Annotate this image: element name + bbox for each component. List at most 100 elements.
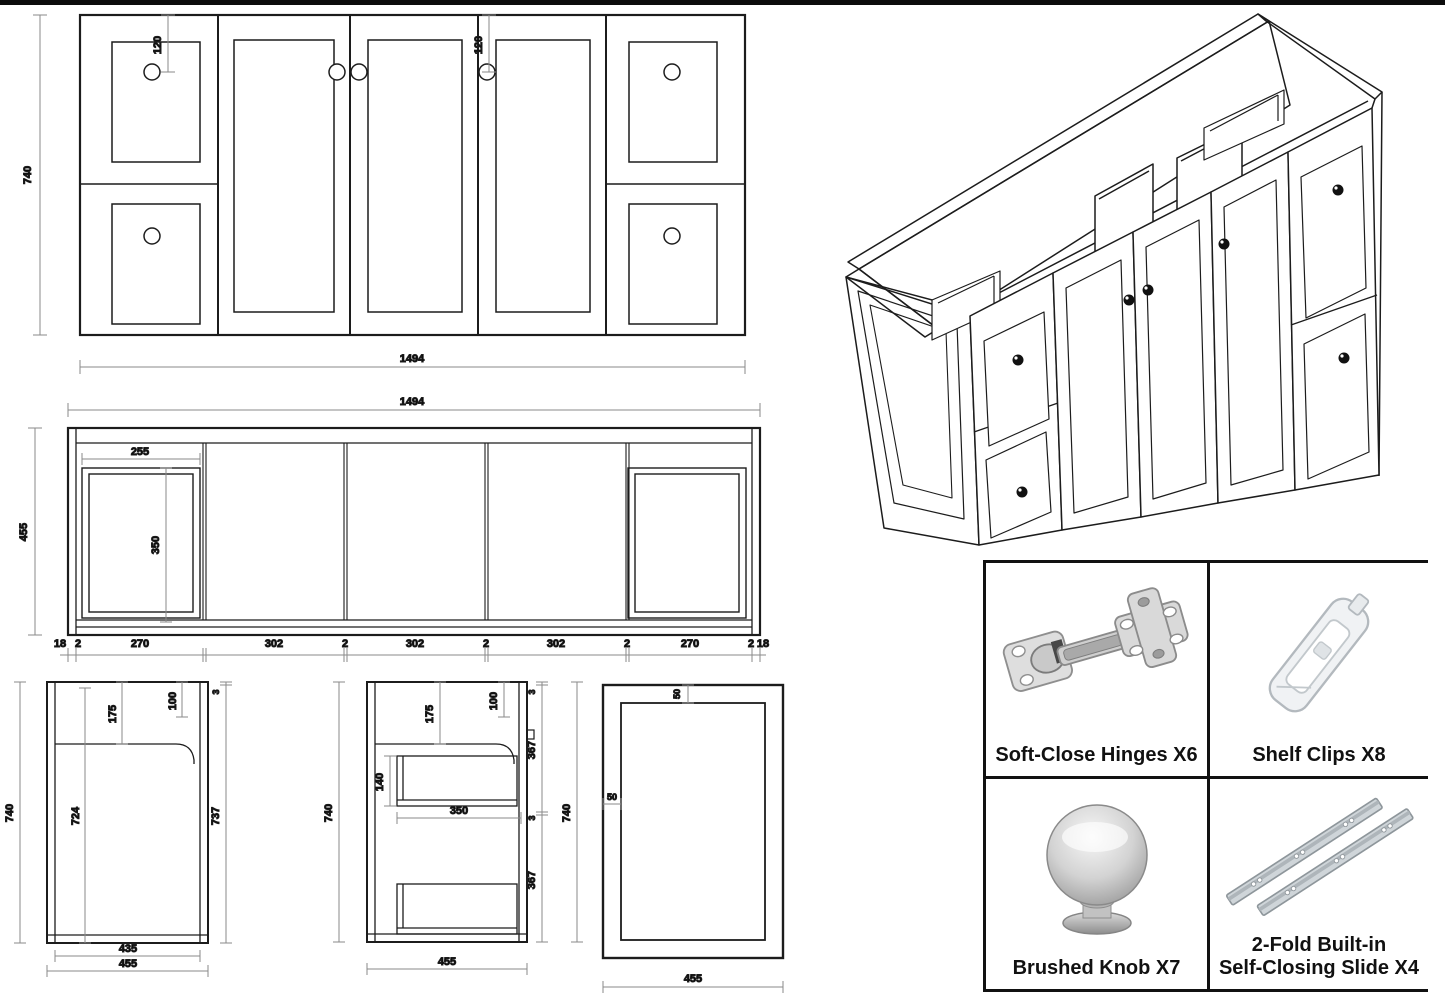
plan-walls xyxy=(75,428,753,635)
plan-dim-lines xyxy=(28,403,766,662)
dim-door-rail-label: 50 xyxy=(672,689,682,699)
plan-drawer-boxes xyxy=(81,467,747,619)
knob-icon xyxy=(1012,354,1024,366)
dim-b-drawer-height-label: 140 xyxy=(374,773,386,791)
dim-door-stile-label: 50 xyxy=(607,792,617,802)
plan-outer-box xyxy=(66,426,762,637)
dim-seg-label: 18 xyxy=(54,638,66,650)
side-b-knob-profile xyxy=(526,729,535,740)
side-b-top-rail xyxy=(375,743,515,764)
dim-seg-label: 2 xyxy=(342,638,348,650)
front-outer-box xyxy=(78,13,747,337)
dim-seg-label: 302 xyxy=(265,638,283,650)
side-a-dim-lines xyxy=(14,681,232,977)
knob-icon xyxy=(143,63,161,81)
dim-a-front-height-label: 737 xyxy=(210,807,222,825)
side-b-walls xyxy=(367,682,527,942)
knob-icon xyxy=(663,227,681,245)
hinge-icon xyxy=(990,567,1203,744)
part-caption: 2-Fold Built-in xyxy=(1251,934,1387,957)
dim-b-top-rail-label: 175 xyxy=(424,705,436,723)
dim-knob-offset-right-label: 120 xyxy=(473,36,485,54)
dim-a-width-label: 455 xyxy=(119,958,137,970)
front-knobs xyxy=(143,63,681,245)
part-caption: Shelf Clips X8 xyxy=(1252,743,1386,766)
dim-b-lower-label: 367 xyxy=(526,871,538,889)
front-stiles xyxy=(217,15,607,335)
dim-b-height-left-label: 740 xyxy=(323,804,335,822)
side-b-drawer-boxes xyxy=(396,755,518,935)
hardware-parts-grid: Soft-Close Hinges X6 Shelf Clips X8 xyxy=(983,560,1428,992)
dim-plan-drawer-depth-label: 350 xyxy=(150,536,162,554)
front-dim-lines xyxy=(33,14,746,374)
iso-knobs xyxy=(1012,184,1350,498)
side-a-top-rail xyxy=(55,743,195,764)
part-caption-line2: Self-Closing Slide X4 xyxy=(1218,956,1420,979)
dim-plan-width-label: 1494 xyxy=(400,396,425,408)
plan-bottom-dim-labels: 18 2 270 302 2 302 2 302 2 270 2 18 xyxy=(53,638,769,651)
dim-b-back-offset-label: 100 xyxy=(488,692,500,710)
dim-a-inner-height-label: 724 xyxy=(70,806,82,825)
dim-seg-label: 302 xyxy=(547,638,565,650)
part-cell-hinges: Soft-Close Hinges X6 xyxy=(986,563,1210,779)
door-inner-panel xyxy=(620,702,766,941)
knob-icon xyxy=(143,227,161,245)
shelf-clip-icon xyxy=(1214,567,1424,744)
part-cell-knob: Brushed Knob X7 xyxy=(986,779,1210,989)
part-cell-slides: 2-Fold Built-in Self-Closing Slide X4 xyxy=(1210,779,1428,989)
part-cell-shelf-clips: Shelf Clips X8 xyxy=(1210,563,1428,779)
door-dim-lines xyxy=(602,684,784,993)
front-elevation-view: 740 120 120 1494 xyxy=(22,13,747,374)
dim-b-divider-label: 3 xyxy=(527,815,537,820)
dim-b-upper-label: 367 xyxy=(526,741,538,759)
part-caption: Brushed Knob X7 xyxy=(1012,956,1181,979)
knob-icon xyxy=(1123,294,1135,306)
cabinet-front xyxy=(969,107,1380,546)
plan-section-view: 1494 455 255 350 18 2 270 302 2 302 2 30… xyxy=(18,396,770,662)
knob-icon xyxy=(1016,486,1028,498)
dim-a-inner-width-label: 435 xyxy=(119,943,137,955)
knob-icon xyxy=(328,63,346,81)
sheet-top-border xyxy=(0,0,1445,5)
dim-plan-drawer-width-label: 255 xyxy=(131,446,149,458)
side-a-walls xyxy=(47,682,208,943)
knob-icon xyxy=(990,783,1203,957)
knob-icon xyxy=(1332,184,1344,196)
dim-a-back-offset-label: 100 xyxy=(167,692,179,710)
side-b-outer xyxy=(366,681,528,943)
dim-a-height-label: 740 xyxy=(4,804,16,822)
dim-seg-label: 2 xyxy=(624,638,630,650)
knob-icon xyxy=(350,63,368,81)
dim-front-width-label: 1494 xyxy=(400,353,425,365)
dim-seg-label: 2 xyxy=(75,638,81,650)
dim-b-gap-label: 3 xyxy=(527,689,537,694)
dim-seg-label: 18 xyxy=(757,638,769,650)
dim-door-width-label: 455 xyxy=(684,973,702,985)
dim-front-height-label: 740 xyxy=(22,166,34,184)
side-b-dim-lines xyxy=(333,681,583,975)
interior-drawer-boxes xyxy=(931,89,1285,341)
part-caption: Soft-Close Hinges X6 xyxy=(995,743,1198,766)
dim-b-height-right-label: 740 xyxy=(561,804,573,822)
dim-a-gap-label: 3 xyxy=(211,689,221,694)
front-drawer-panels xyxy=(111,41,718,325)
drawer-slide-icon xyxy=(1214,783,1424,934)
door-detail-view: 50 50 455 xyxy=(601,683,785,993)
dim-knob-offset-left-label: 120 xyxy=(152,36,164,54)
dim-b-drawer-depth-label: 350 xyxy=(450,805,468,817)
side-section-a-view: 740 724 175 100 3 737 435 455 xyxy=(4,681,232,977)
dim-b-width-label: 455 xyxy=(438,956,456,968)
dim-a-top-rail-label: 175 xyxy=(107,705,119,723)
knob-icon xyxy=(1338,352,1350,364)
cabinet-body xyxy=(845,13,1383,546)
dim-seg-label: 270 xyxy=(681,638,699,650)
knob-icon xyxy=(663,63,681,81)
front-door-panels xyxy=(233,39,591,313)
knob-icon xyxy=(1218,238,1230,250)
dim-seg-label: 270 xyxy=(131,638,149,650)
dim-seg-label: 2 xyxy=(483,638,489,650)
dim-seg-label: 2 xyxy=(748,638,754,650)
dim-seg-label: 302 xyxy=(406,638,424,650)
